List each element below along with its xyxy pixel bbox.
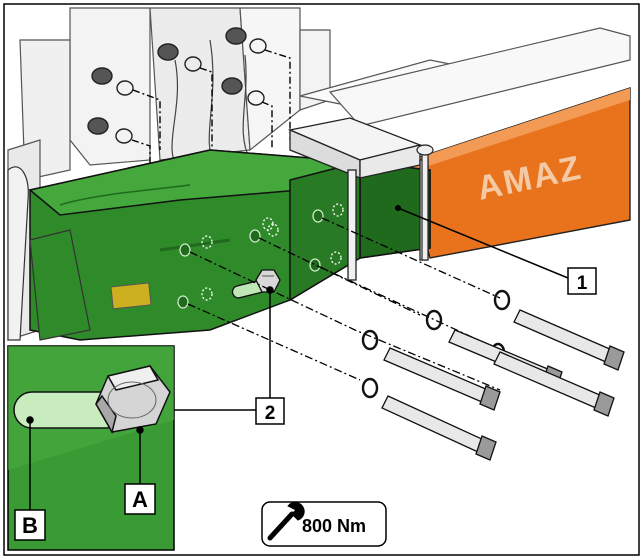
upper-nuts xyxy=(87,27,267,144)
bolt-icon xyxy=(513,309,625,371)
long-bolts xyxy=(381,309,625,461)
nut-icon xyxy=(91,67,134,96)
nut-icon xyxy=(225,27,267,54)
nut-icon xyxy=(157,43,202,72)
washer-icon xyxy=(493,289,511,311)
label-1: 1 xyxy=(577,273,588,294)
hex-bolt-icon xyxy=(95,365,171,434)
label-a: A xyxy=(132,487,148,512)
detail-inset: A B xyxy=(7,345,175,551)
orange-boom: AMAZ xyxy=(404,87,631,259)
washer-icon xyxy=(425,309,443,331)
nut-icon xyxy=(87,117,133,144)
washer-icon xyxy=(361,329,379,351)
wrench-icon xyxy=(267,502,305,541)
washer-icon xyxy=(361,377,379,399)
label-b: B xyxy=(22,513,38,538)
frame-holes xyxy=(177,203,344,309)
nut-icon xyxy=(221,77,265,106)
clamp-rod xyxy=(416,144,434,261)
callout-2: 2 xyxy=(255,397,285,425)
bolt-icon xyxy=(493,351,615,417)
left-structure xyxy=(7,166,91,341)
torque-specification: 800 Nm xyxy=(261,501,387,547)
torque-value: 800 Nm xyxy=(302,516,366,536)
reflector-plate xyxy=(110,282,152,310)
callout-1: 1 xyxy=(395,205,597,295)
bolt-icon xyxy=(383,347,501,411)
bolt-icon xyxy=(381,395,497,461)
upper-alignment-lines xyxy=(131,49,291,165)
label-2: 2 xyxy=(265,403,276,424)
